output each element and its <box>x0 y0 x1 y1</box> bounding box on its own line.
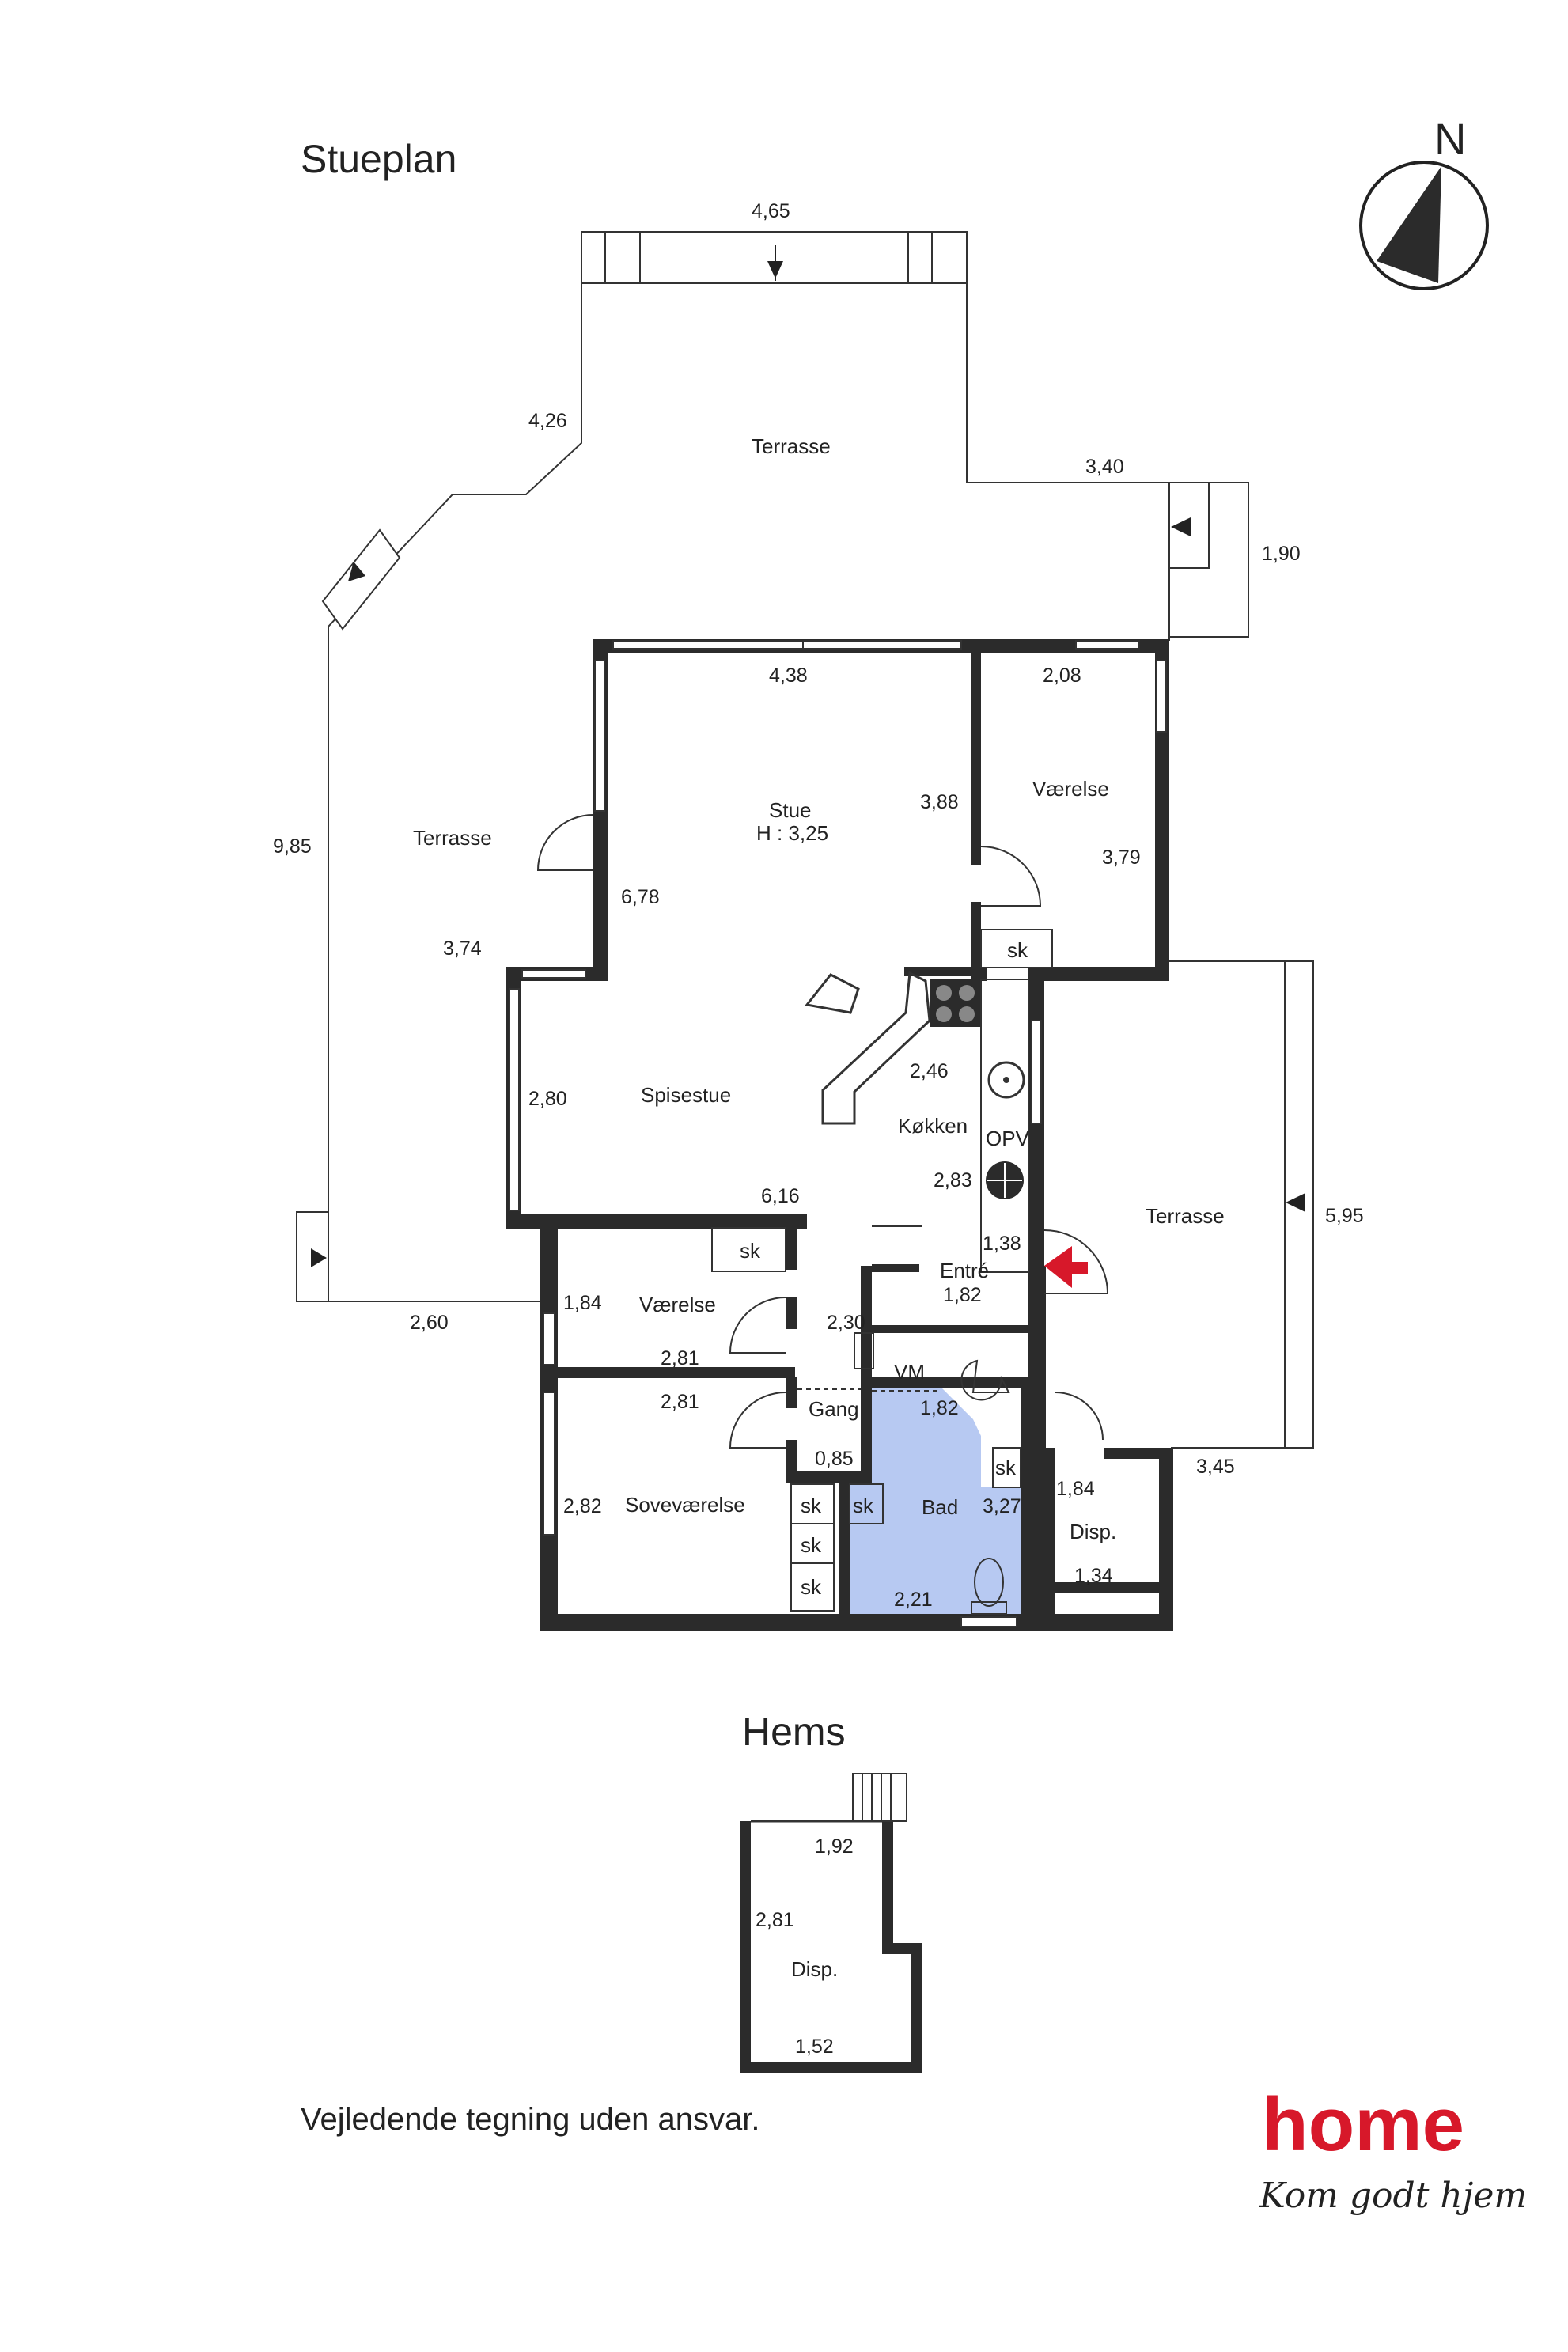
dim-184b: 1,84 <box>1056 1478 1095 1500</box>
label-sovevaerelse: Soveværelse <box>625 1493 745 1517</box>
label-gang: Gang <box>809 1397 859 1421</box>
dim-230: 2,30 <box>827 1312 865 1334</box>
dim-208: 2,08 <box>1043 665 1081 687</box>
dim-281c: 2,81 <box>756 1909 794 1931</box>
brand-name: home <box>1262 2082 1464 2167</box>
compass-label: N <box>1434 114 1466 164</box>
bathroom-highlight <box>850 1388 1021 1614</box>
dim-426: 4,26 <box>528 410 567 432</box>
dim-152: 1,52 <box>795 2036 834 2058</box>
label-sk-vaerelse: sk <box>1007 938 1028 962</box>
dim-374: 3,74 <box>443 937 482 960</box>
dim-282: 2,82 <box>563 1495 602 1517</box>
direction-arrows <box>311 245 1305 1267</box>
dim-134: 1,34 <box>1074 1565 1113 1587</box>
label-terrasse-east: Terrasse <box>1146 1204 1225 1228</box>
dim-280: 2,80 <box>528 1088 567 1110</box>
label-vaerelse-ne: Værelse <box>1032 777 1109 801</box>
label-sk-1: sk <box>801 1494 822 1517</box>
dim-182a: 1,82 <box>943 1284 982 1306</box>
storage-boxes <box>711 929 1053 1612</box>
dim-379: 3,79 <box>1102 846 1141 869</box>
label-sk-bad: sk <box>853 1494 874 1517</box>
dim-190: 1,90 <box>1262 543 1301 565</box>
dim-327: 3,27 <box>983 1495 1021 1517</box>
dim-184a: 1,84 <box>563 1292 602 1314</box>
label-koekken: Køkken <box>898 1114 968 1138</box>
label-bad: Bad <box>922 1495 958 1519</box>
label-vm: VM <box>894 1360 925 1384</box>
dim-595: 5,95 <box>1325 1205 1364 1227</box>
label-sk-bad-ne: sk <box>995 1456 1017 1479</box>
windows <box>509 640 1167 2073</box>
dim-085: 0,85 <box>815 1448 854 1470</box>
label-terrasse-west: Terrasse <box>413 826 492 850</box>
door-swings <box>536 814 1109 1449</box>
label-vaerelse-sw: Værelse <box>639 1293 716 1316</box>
label-stue: Stue <box>769 798 812 822</box>
dim-260: 2,60 <box>410 1312 449 1334</box>
entrance-arrow-icon <box>1044 1246 1088 1288</box>
brand-tagline: Kom godt hjem <box>1259 2176 1527 2216</box>
kitchen-fixtures <box>805 971 1029 1273</box>
dim-340: 3,40 <box>1085 456 1124 478</box>
dimension-labels: 4,65 4,26 3,40 1,90 4,38 2,08 3,88 3,79 … <box>273 200 1364 2058</box>
room-labels: Terrasse Terrasse Terrasse Stue H : 3,25… <box>413 434 1225 1981</box>
label-stue-height: H : 3,25 <box>756 821 828 845</box>
loft-walls <box>740 1773 922 2073</box>
dim-182b: 1,82 <box>920 1397 959 1419</box>
dim-221: 2,21 <box>894 1589 933 1611</box>
dim-465: 4,65 <box>752 200 790 222</box>
dim-438: 4,38 <box>769 665 808 687</box>
bath-fixtures <box>797 1359 1010 1615</box>
dim-616: 6,16 <box>761 1185 800 1207</box>
dim-192: 1,92 <box>815 1835 854 1858</box>
disclaimer: Vejledende tegning uden ansvar. <box>301 2102 760 2137</box>
brand-logo: home Kom godt hjem <box>1259 2082 1527 2216</box>
label-sk-3: sk <box>801 1575 822 1599</box>
label-disp-ground: Disp. <box>1070 1520 1116 1543</box>
dim-388: 3,88 <box>920 791 959 813</box>
dim-246: 2,46 <box>910 1060 949 1082</box>
label-opv: OPV <box>986 1127 1030 1150</box>
label-sk-2: sk <box>801 1533 822 1557</box>
floor-title-ground: Stueplan <box>301 137 456 181</box>
label-disp-loft: Disp. <box>791 1957 838 1981</box>
dim-281b: 2,81 <box>661 1391 699 1413</box>
label-entre: Entré <box>940 1259 989 1282</box>
terrace-outline <box>296 231 1314 1449</box>
dim-281a: 2,81 <box>661 1347 699 1369</box>
dim-985: 9,85 <box>273 835 312 858</box>
dim-283: 2,83 <box>934 1169 972 1191</box>
floor-title-loft: Hems <box>742 1710 846 1754</box>
dim-678: 6,78 <box>621 886 660 908</box>
label-terrasse-north: Terrasse <box>752 434 831 458</box>
dim-138: 1,38 <box>983 1233 1021 1255</box>
label-sk-vaerelse-sw: sk <box>740 1239 761 1263</box>
compass-icon: N <box>1359 114 1489 290</box>
label-spisestue: Spisestue <box>641 1083 731 1107</box>
dim-345: 3,45 <box>1196 1456 1235 1478</box>
